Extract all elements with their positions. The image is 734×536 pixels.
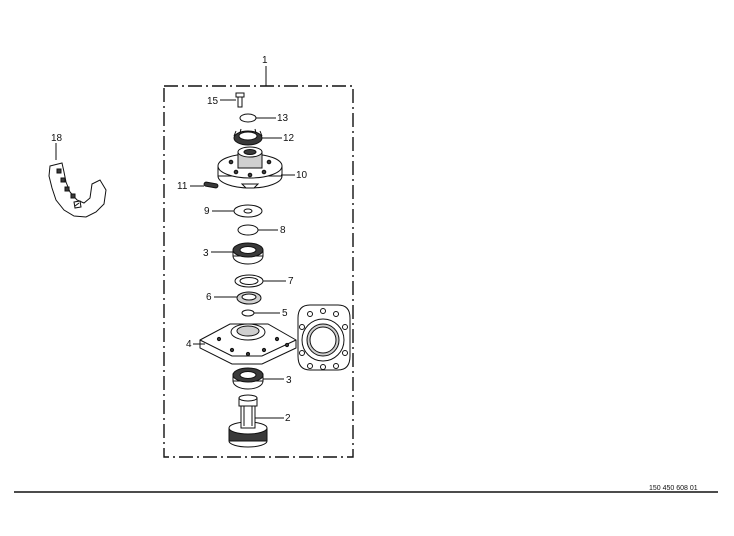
callout-1[interactable]: 1 — [262, 55, 268, 86]
callout-9-label: 9 — [204, 206, 210, 217]
part-18-spanner-tool[interactable]: 18 — [48, 133, 107, 218]
part-7-ring[interactable]: 7 — [234, 274, 294, 288]
housing-front-view[interactable] — [297, 304, 351, 371]
part-11-pin[interactable]: 11 — [177, 181, 219, 192]
part-3-bearing-lower[interactable]: 3 — [232, 367, 292, 390]
callout-2-label: 2 — [285, 413, 291, 424]
document-number: 150 450 608 01 — [649, 485, 698, 492]
part-8-seal-ring[interactable]: 8 — [237, 224, 286, 236]
callout-7-label: 7 — [288, 276, 294, 287]
callout-4-label: 4 — [186, 339, 192, 350]
callout-3a-label: 3 — [203, 248, 209, 259]
callout-6-label: 6 — [206, 292, 212, 303]
callout-11-label: 11 — [177, 181, 188, 192]
callout-13-label: 13 — [277, 113, 289, 124]
part-6-seal[interactable]: 6 — [206, 291, 262, 305]
part-10-hub-flange[interactable]: 10 — [217, 146, 308, 189]
part-12-gear-ring[interactable]: 12 — [233, 128, 295, 146]
part-9-washer[interactable]: 9 — [204, 204, 263, 218]
part-4-bearing-housing[interactable]: 4 — [186, 323, 297, 365]
part-2-gear-shaft[interactable]: 2 — [228, 394, 291, 448]
part-5-o-ring[interactable]: 5 — [241, 308, 288, 319]
callout-5-label: 5 — [282, 308, 288, 319]
callout-18-label: 18 — [51, 133, 63, 144]
assembly-boundary — [163, 85, 354, 458]
callout-10-label: 10 — [296, 170, 308, 181]
callout-12-label: 12 — [283, 133, 295, 144]
callout-3b-label: 3 — [286, 375, 292, 386]
part-3-bearing-upper[interactable]: 3 — [203, 242, 264, 265]
callout-1-label: 1 — [262, 55, 268, 66]
callout-15-label: 15 — [207, 96, 219, 107]
part-13-snap-ring[interactable]: 13 — [239, 113, 289, 124]
part-15-bolt[interactable]: 15 — [207, 92, 245, 108]
callout-8-label: 8 — [280, 225, 286, 236]
